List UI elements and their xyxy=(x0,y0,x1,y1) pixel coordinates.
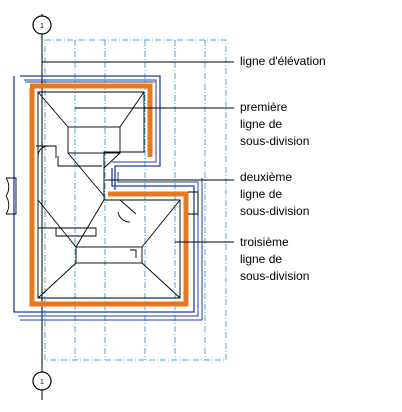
door-swings xyxy=(5,145,199,258)
elevation-line-text: ligne d'élévation xyxy=(240,54,326,68)
upper-wall xyxy=(20,75,161,190)
bottom-marker-symbol: 1 xyxy=(40,379,44,386)
third-subdivision-line-1: troisième xyxy=(240,235,289,249)
second-subdivision-line-3: sous-division xyxy=(240,204,310,218)
first-subdivision-line-1: première xyxy=(240,100,288,114)
second-subdivision-line-2: ligne de xyxy=(240,187,283,201)
lower-wall xyxy=(13,76,203,321)
roof-ridges xyxy=(37,91,181,299)
first-subdivision-label: première ligne de sous-division xyxy=(240,99,309,150)
first-subdivision-line-3: sous-division xyxy=(240,134,310,148)
second-subdivision-label: deuxième ligne de sous-division xyxy=(240,169,309,220)
first-subdivision-line-2: ligne de xyxy=(240,117,283,131)
third-subdivision-line-2: ligne de xyxy=(240,252,283,266)
bottom-elevation-marker: 1 xyxy=(32,371,52,391)
elevation-line-label: ligne d'élévation xyxy=(240,53,326,70)
leader-lines xyxy=(42,61,234,243)
second-subdivision-line-1: deuxième xyxy=(240,170,293,184)
top-marker-symbol: 1 xyxy=(40,23,44,30)
third-subdivision-line-3: sous-division xyxy=(240,269,310,283)
third-subdivision-label: troisième ligne de sous-division xyxy=(240,234,309,285)
top-elevation-marker: 1 xyxy=(32,15,52,35)
